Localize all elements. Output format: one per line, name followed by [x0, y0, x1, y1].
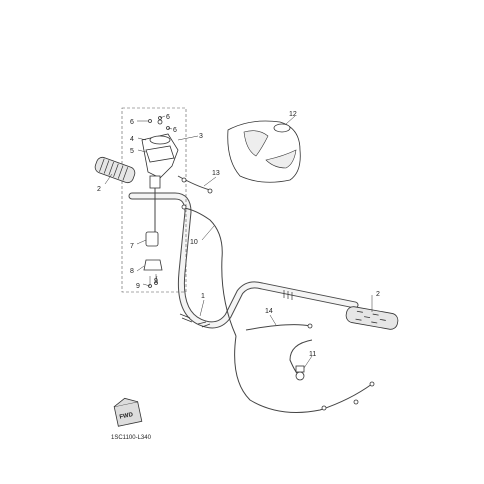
callout-6-b: 6 — [166, 114, 170, 121]
callout-11: 11 — [309, 351, 316, 358]
callout-6-c: 6 — [173, 127, 177, 134]
callout-4: 4 — [130, 136, 134, 143]
callout-10: 10 — [190, 239, 198, 246]
callout-5: 5 — [130, 148, 134, 155]
throttle-assembly-group — [121, 107, 187, 293]
switch-parts — [143, 116, 170, 288]
callout-7: 7 — [130, 243, 134, 250]
callout-8: 8 — [130, 268, 134, 275]
callout-6-a: 6 — [130, 119, 134, 126]
throttle-cable — [177, 175, 211, 191]
callout-3: 3 — [199, 133, 203, 140]
leader-lines — [104, 115, 373, 369]
callout-13: 13 — [212, 170, 220, 177]
right-grip — [345, 306, 399, 330]
callout-14: 14 — [265, 308, 273, 315]
callout-2-right: 2 — [376, 291, 380, 298]
left-grip — [94, 156, 136, 184]
callout-9-b: 9 — [154, 278, 158, 285]
callout-9-a: 9 — [136, 283, 140, 290]
callout-12: 12 — [289, 111, 297, 118]
fwd-label: FWD — [119, 412, 134, 421]
throttle-housing — [141, 119, 179, 232]
callout-2-left: 2 — [97, 186, 101, 193]
handlebar-cover — [227, 120, 301, 183]
handlebar — [128, 192, 359, 329]
cable-14 — [245, 324, 311, 331]
callout-1: 1 — [201, 293, 205, 300]
handlebar-knurling — [179, 290, 293, 328]
diagram-code: 1SC1100-L340 — [111, 435, 152, 441]
cable-10 — [183, 207, 237, 337]
cable-adjuster — [295, 365, 305, 381]
lower-cable — [234, 335, 373, 413]
fwd-badge: FWD — [113, 397, 143, 427]
